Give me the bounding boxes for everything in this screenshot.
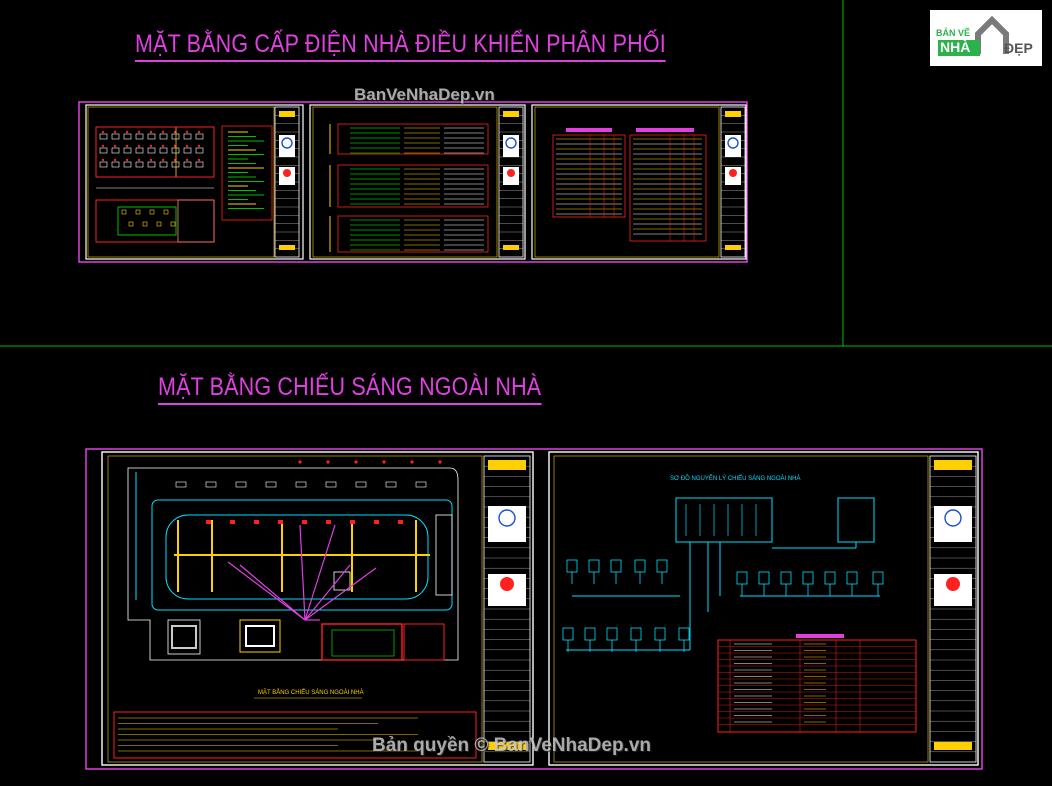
- sheet-2-wiring-schedule: [309, 104, 526, 260]
- sheet-4-site-lighting-plan: [101, 451, 534, 766]
- plan-caption: MẶT BẰNG CHIẾU SÁNG NGOÀI NHÀ: [258, 690, 364, 696]
- banvenhadep-logo[interactable]: BẢN VẼ NHÀ ĐẸP: [930, 10, 1042, 66]
- title-underline: [135, 60, 666, 62]
- title-underline: [158, 403, 542, 405]
- watermark-top: BanVeNhaDep.vn: [354, 85, 495, 104]
- bottom-sheet-group-frame: [85, 448, 983, 770]
- title-outdoor-lighting-plan: MẶT BẰNG CHIẾU SÁNG NGOÀI NHÀ: [158, 373, 542, 405]
- schema-caption: SƠ ĐỒ NGUYÊN LÝ CHIẾU SÁNG NGOÀI NHÀ: [670, 476, 801, 482]
- logo-line-3: ĐẸP: [1004, 40, 1033, 56]
- company-tembros-b: TEMBROS: [940, 600, 965, 606]
- sheet-5-lighting-schematic: [548, 451, 979, 766]
- company-evn-b: EVNCPC: [942, 532, 968, 538]
- sheet-3-equipment-table: [531, 104, 747, 260]
- company-evn-a: EVNCPC: [495, 532, 521, 538]
- watermark-bottom: Bản quyền © BanVeNhaDep.vn: [372, 735, 652, 756]
- logo-line-1: BẢN VẼ: [936, 28, 971, 38]
- top-sheet-group-frame: [78, 101, 748, 263]
- title-outdoor-lighting-plan-text: MẶT BẰNG CHIẾU SÁNG NGOÀI NHÀ: [158, 373, 542, 401]
- sheet-1-electrical-plan: [85, 104, 304, 260]
- title-power-supply-plan-text: MẶT BẰNG CẤP ĐIỆN NHÀ ĐIỀU KHIỂN PHÂN PH…: [135, 30, 666, 58]
- title-power-supply-plan: MẶT BẰNG CẤP ĐIỆN NHÀ ĐIỀU KHIỂN PHÂN PH…: [135, 30, 666, 62]
- company-tembros-a: TEMBROS: [493, 600, 518, 606]
- logo-line-2: NHÀ: [940, 39, 971, 55]
